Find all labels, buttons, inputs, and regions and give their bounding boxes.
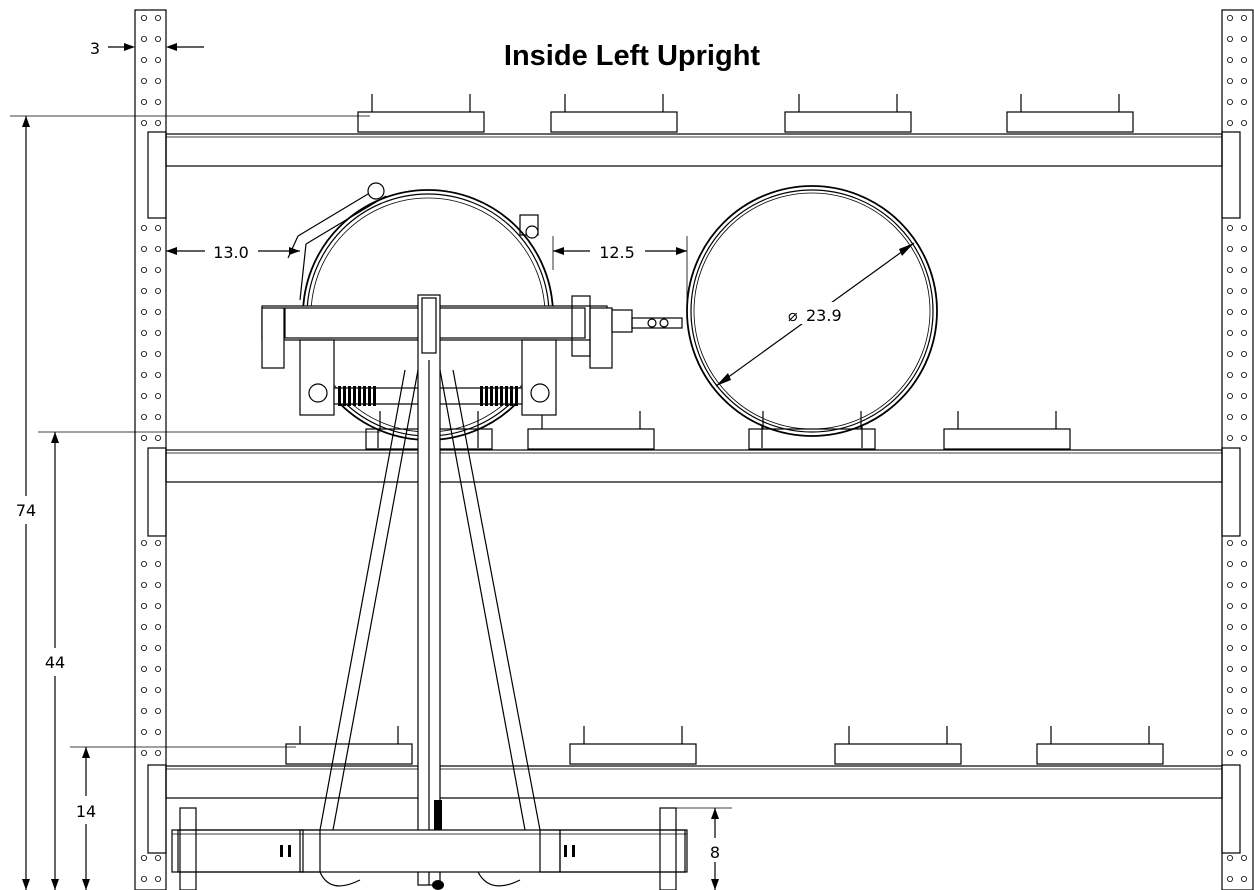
drum-handler [261, 182, 683, 886]
dim-forklift-height: 8 [668, 807, 732, 890]
drum-diameter-label: 23.9 [806, 306, 842, 325]
cradle-pad [357, 94, 485, 133]
cradle-pad [1006, 94, 1134, 133]
right-upright-holes [1227, 14, 1248, 883]
drawing-title: Inside Left Upright [504, 40, 761, 72]
dim-left-clearance: 13.0 [166, 243, 300, 262]
dim-middle-beam-height: 44 [38, 431, 380, 890]
spring-left [338, 386, 376, 406]
cradle-pad [943, 411, 1071, 450]
forklift-base [171, 807, 688, 890]
left-upright-holes [140, 14, 161, 883]
right-drum: ⌀ 23.9 [686, 185, 938, 448]
cradle-pad [527, 411, 655, 450]
cradle-pad [834, 726, 962, 765]
right-upright [1221, 9, 1254, 890]
dim-top-beam-height-label: 74 [16, 501, 36, 520]
dim-bottom-beam-height: 14 [70, 746, 296, 890]
cradle-pad [748, 411, 876, 450]
middle-beam [165, 449, 1223, 483]
drum-diameter-symbol: ⌀ [788, 306, 798, 325]
dim-gap-label: 12.5 [599, 243, 635, 262]
spring-right [480, 386, 518, 406]
dim-upright-width-label: 3 [90, 39, 100, 58]
top-beam [165, 133, 1223, 167]
dim-gap: 12.5 [552, 236, 688, 310]
cradle-pad [569, 726, 697, 765]
dim-left-clearance-label: 13.0 [213, 243, 249, 262]
dim-bottom-beam-height-label: 14 [76, 802, 96, 821]
cradle-pad [784, 94, 912, 133]
cradle-pad [1036, 726, 1164, 765]
bottom-beam [165, 765, 1223, 799]
drum-cradles [285, 94, 1164, 765]
dim-upright-width: 3 [90, 39, 204, 58]
dim-middle-beam-height-label: 44 [45, 653, 65, 672]
dim-forklift-height-label: 8 [710, 843, 720, 862]
dim-top-beam-height: 74 [10, 115, 370, 890]
left-upright [134, 9, 167, 890]
cradle-pad [550, 94, 678, 133]
